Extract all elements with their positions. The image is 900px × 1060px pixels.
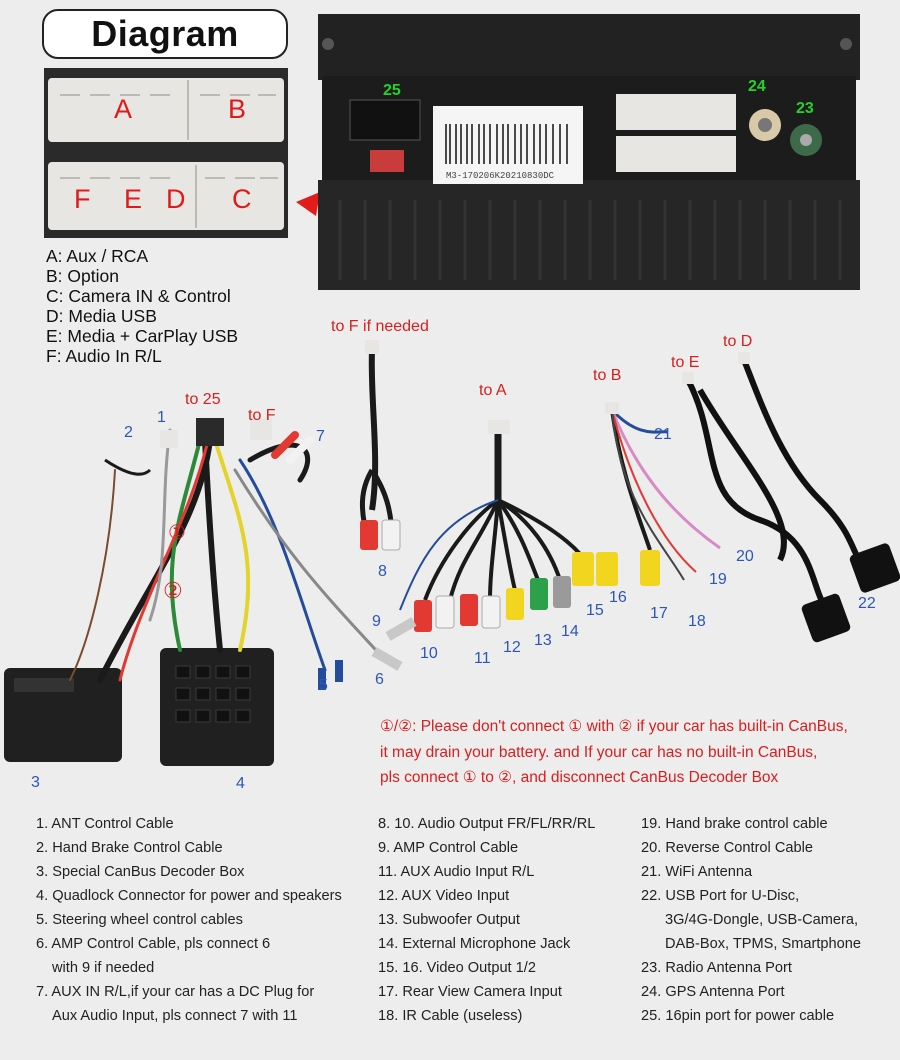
cable-a — [399, 420, 618, 632]
list-item: 19. Hand brake control cable — [641, 816, 828, 832]
to-e-label: to E — [671, 354, 700, 371]
connector-label-c: C — [232, 184, 252, 214]
list-item: 12. AUX Video Input — [378, 888, 510, 904]
cable-number: 1 — [157, 409, 166, 426]
canbus-warning: ①/②: Please don't connect ① with ② if yo… — [380, 714, 848, 791]
to-d-label: to D — [723, 333, 753, 350]
cable-number: 2 — [124, 424, 133, 441]
canbus-box — [4, 668, 122, 762]
cable-number: 10 — [420, 645, 438, 662]
list-item: 24. GPS Antenna Port — [641, 984, 785, 1000]
legend-item: A: Aux / RCA — [46, 246, 149, 266]
cable-number: 4 — [236, 775, 245, 792]
warning-line: ①/②: Please don't connect ① with ② if yo… — [380, 718, 848, 735]
small-cables — [104, 458, 417, 690]
marker-circled-2: ② — [163, 578, 183, 603]
to-a-label: to A — [479, 382, 507, 399]
cable-number: 7 — [316, 428, 325, 445]
svg-text:M3-170206K20210830DC: M3-170206K20210830DC — [446, 171, 555, 181]
list-item: DAB-Box, TPMS, Smartphone — [665, 936, 862, 952]
cable-number: 11 — [474, 650, 491, 667]
list-item: 21. WiFi Antenna — [641, 864, 753, 880]
port-label-24: 24 — [748, 78, 766, 95]
cable-number: 17 — [650, 605, 668, 622]
list-item: 9. AMP Control Cable — [378, 840, 519, 856]
list-item: 3. Special CanBus Decoder Box — [36, 864, 245, 880]
main-harness — [69, 418, 387, 683]
cable-8 — [359, 340, 401, 551]
list-item: 13. Subwoofer Output — [378, 912, 520, 928]
cable-number: 5 — [319, 677, 328, 694]
list-item: 11. AUX Audio Input R/L — [378, 864, 535, 880]
usb-cables — [682, 352, 900, 643]
cable-number: 3 — [31, 774, 40, 791]
cable-number: 6 — [375, 671, 384, 688]
list-item: 4. Quadlock Connector for power and spea… — [36, 888, 342, 904]
list-item: 18. IR Cable (useless) — [378, 1008, 523, 1024]
list-item: 20. Reverse Control Cable — [641, 840, 813, 856]
cable-number: 13 — [534, 632, 552, 649]
list-item: 5. Steering wheel control cables — [36, 912, 243, 928]
legend-item: E: Media + CarPlay USB — [46, 326, 239, 346]
list-item: 23. Radio Antenna Port — [641, 960, 792, 976]
list-item: 22. USB Port for U-Disc, — [641, 888, 800, 904]
list-item: 7. AUX IN R/L,if your car has a DC Plug … — [36, 984, 315, 1000]
list-item: 1. ANT Control Cable — [36, 816, 174, 832]
connector-closeup — [44, 68, 288, 238]
cable-number: 19 — [709, 571, 727, 588]
connector-label-d: D — [166, 184, 186, 214]
cable-list-column-2: 8. 10. Audio Output FR/FL/RR/RL 9. AMP C… — [378, 812, 595, 1028]
cable-number: 21 — [654, 426, 672, 443]
list-item: 25. 16pin port for power cable — [641, 1008, 835, 1024]
cable-number: 14 — [561, 623, 579, 640]
list-item: 6. AMP Control Cable, pls connect 6 — [36, 936, 271, 952]
cable-number: 22 — [858, 595, 876, 612]
list-item: 2. Hand Brake Control Cable — [36, 840, 223, 856]
diagram-title: Diagram — [42, 9, 288, 59]
list-item: Aux Audio Input, pls connect 7 with 11 — [52, 1008, 298, 1024]
cable-number: 12 — [503, 639, 521, 656]
port-label-25: 25 — [383, 82, 401, 99]
list-item: with 9 if needed — [52, 960, 155, 976]
connector-label-b: B — [228, 94, 247, 124]
list-item: 14. External Microphone Jack — [378, 936, 571, 952]
to-f-label: to F — [248, 407, 276, 424]
list-item: 17. Rear View Camera Input — [378, 984, 562, 1000]
legend-item: C: Camera IN & Control — [46, 286, 231, 306]
list-item: 8. 10. Audio Output FR/FL/RR/RL — [378, 816, 596, 832]
cable-list-column-1: 1. ANT Control Cable 2. Hand Brake Contr… — [36, 812, 342, 1028]
connector-label-a: A — [114, 94, 133, 124]
legend-item: D: Media USB — [46, 306, 157, 326]
to-b-label: to B — [593, 367, 622, 384]
legend-item: F: Audio In R/L — [46, 346, 162, 366]
cable-list-column-3: 19. Hand brake control cable 20. Reverse… — [641, 812, 861, 1028]
cable-number: 9 — [372, 613, 381, 630]
quadlock-connector — [160, 648, 274, 766]
to-f-if-needed-label: to F if needed — [331, 318, 429, 335]
cable-number: 8 — [378, 563, 387, 580]
marker-circled-1: ① — [168, 522, 186, 544]
head-unit: M3-170206K20210830DC — [318, 14, 860, 290]
cable-number: 20 — [736, 548, 754, 565]
cable-number: 18 — [688, 613, 706, 630]
cable-number: 16 — [609, 589, 627, 606]
legend-item: B: Option — [46, 266, 119, 286]
warning-line: it may drain your battery. and If your c… — [380, 743, 818, 761]
port-label-23: 23 — [796, 100, 814, 117]
connector-legend: A: Aux / RCA B: Option C: Camera IN & Co… — [46, 246, 238, 366]
connector-label-f: F — [74, 184, 91, 214]
list-item: 15. 16. Video Output 1/2 — [378, 960, 536, 976]
list-item: 3G/4G-Dongle, USB-Camera, — [665, 912, 859, 928]
warning-line: pls connect ① to ②, and disconnect CanBu… — [380, 769, 779, 786]
cable-number: 15 — [586, 602, 604, 619]
connector-label-e: E — [124, 184, 143, 214]
cable-b — [605, 402, 721, 586]
to-25-label: to 25 — [185, 391, 221, 408]
